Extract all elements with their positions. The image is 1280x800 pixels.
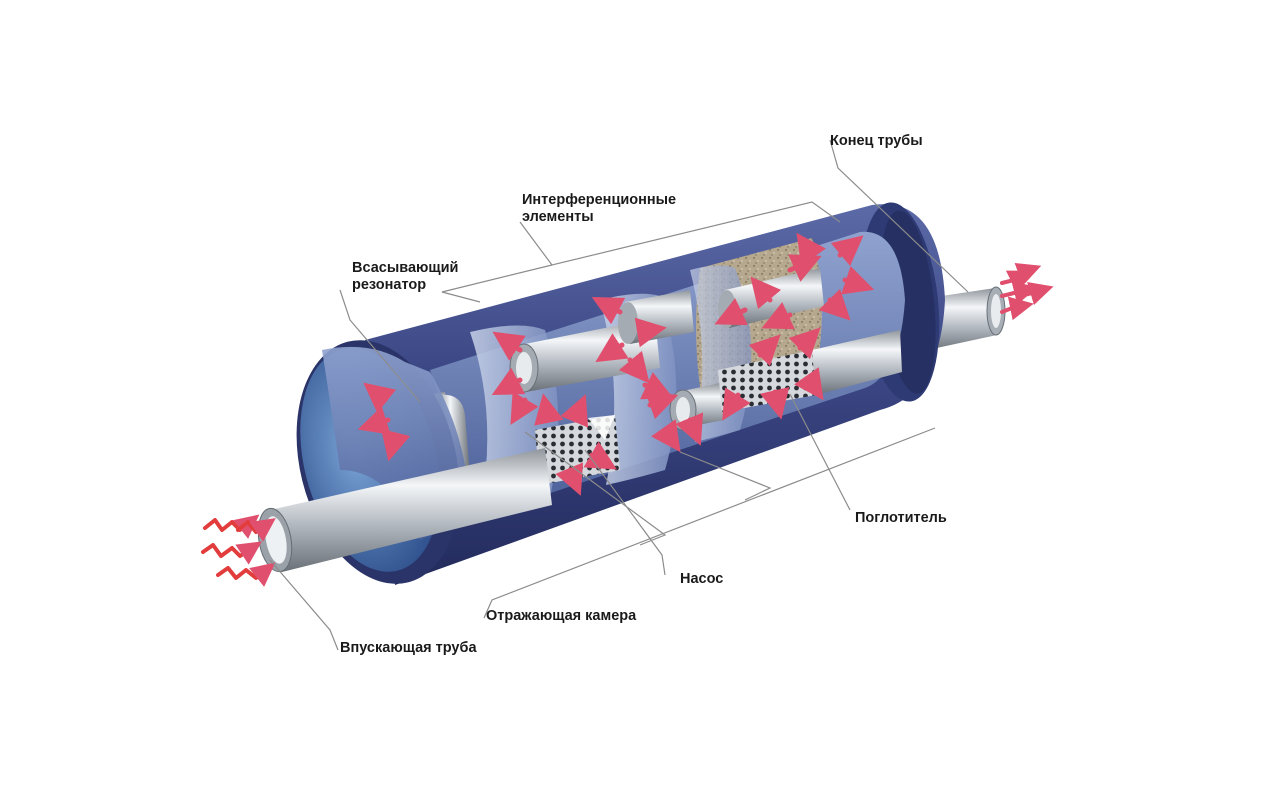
label-suction-line2: резонатор xyxy=(352,277,426,293)
leader-inlet xyxy=(269,559,339,651)
labels: Конец трубы Интерференционные элементы В… xyxy=(340,133,947,656)
label-reflect-chamber: Отражающая камера xyxy=(486,608,637,624)
leader-interference-2 xyxy=(441,264,553,303)
label-absorber: Поглотитель xyxy=(855,510,947,526)
label-suction-line1: Всасывающий xyxy=(352,260,458,276)
leader-reflect xyxy=(483,427,936,619)
inlet-gas-zigzags xyxy=(201,514,276,587)
label-pipe-end: Конец трубы xyxy=(830,133,923,149)
exhaust-gas-arrows xyxy=(1000,262,1054,321)
label-inlet-pipe: Впускающая труба xyxy=(340,640,477,656)
leader-lines xyxy=(269,139,969,651)
label-interference-line1: Интерференционные xyxy=(522,192,676,208)
label-pump: Насос xyxy=(680,571,723,587)
leader-suction xyxy=(339,289,421,403)
leader-pump xyxy=(584,449,666,576)
leader-reflect-2 xyxy=(524,431,667,546)
leader-pipe-end xyxy=(829,139,969,293)
leader-absorber xyxy=(789,393,851,511)
leader-reflect-3 xyxy=(679,451,772,501)
leader-interference xyxy=(519,201,841,266)
flow-arrows xyxy=(357,232,875,496)
label-interference-line2: элементы xyxy=(522,209,594,225)
